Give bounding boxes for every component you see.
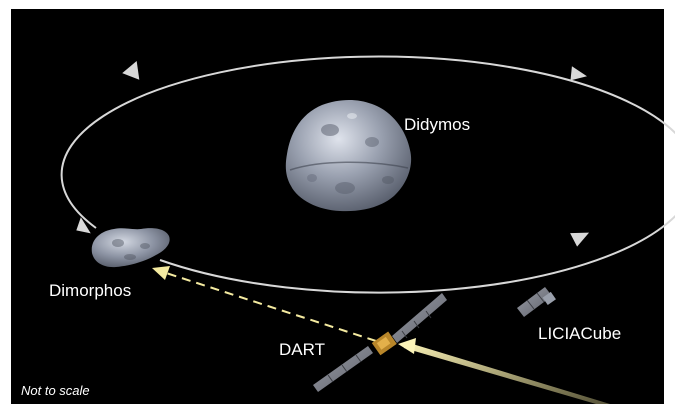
orbit-arrow-icon xyxy=(570,232,590,247)
didymos-label: Didymos xyxy=(404,115,471,134)
liciacube-cubesat-icon xyxy=(517,287,556,317)
orbit-arrow-icon xyxy=(570,66,587,81)
orbit-arrow-icon xyxy=(122,60,140,80)
not-to-scale-note: Not to scale xyxy=(21,383,90,398)
dimorphos-label: Dimorphos xyxy=(49,281,132,300)
liciacube-label: LICIACube xyxy=(538,324,622,343)
trajectory-arrow-icon xyxy=(398,338,416,354)
trajectory-arrow-icon xyxy=(152,266,170,280)
orbit-path xyxy=(60,55,675,294)
dimorphos-asteroid-icon xyxy=(91,228,170,268)
dart-incoming-trajectory xyxy=(404,342,610,404)
impact-trajectory-dashed xyxy=(162,271,377,342)
dart-spacecraft-icon xyxy=(313,293,447,392)
dart-label: DART xyxy=(279,340,325,359)
orbit-arrow-icon xyxy=(76,217,91,234)
didymos-asteroid-icon xyxy=(285,99,412,212)
